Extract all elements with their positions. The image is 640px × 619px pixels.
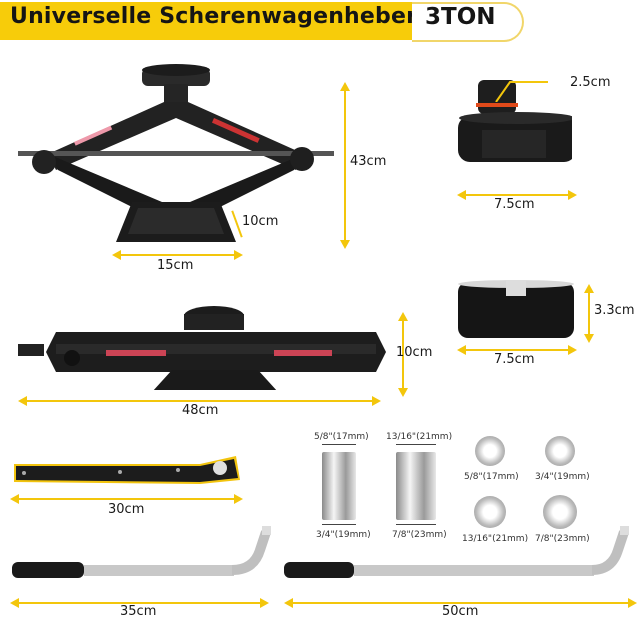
socket-face-2-label: 3/4"(19mm) [535, 472, 590, 482]
jack-base-width-label: 15cm [157, 258, 194, 273]
jack-folded-height-label: 10cm [396, 345, 433, 360]
jack-folded-height-line [402, 318, 404, 390]
capacity-badge-text: 3TON [425, 4, 496, 30]
lug-wrench-short-image [12, 526, 271, 578]
socket-2-top-label: 13/16"(21mm) [386, 432, 453, 442]
pad-pin-leader-line [495, 81, 548, 102]
lug-wrench-long-image [284, 526, 629, 578]
long-wrench-length-label: 50cm [442, 604, 479, 619]
deep-socket-2 [396, 452, 436, 520]
pad-slotted-width-label: 7.5cm [494, 352, 535, 367]
long-wrench-length-line [290, 602, 630, 604]
pad-slotted-height-label: 3.3cm [594, 303, 635, 318]
product-title: Universelle Scherenwagenheber [10, 4, 418, 29]
short-wrench-length-label: 35cm [120, 604, 157, 619]
scissor-jack-folded-image [18, 306, 386, 390]
socket-face-4-label: 7/8"(23mm) [535, 534, 590, 544]
socket-2-bottom-label: 7/8"(23mm) [392, 530, 447, 540]
title-banner [0, 2, 412, 40]
socket-1-bottom-label: 3/4"(19mm) [316, 530, 371, 540]
ratchet-length-line [16, 498, 238, 500]
pad-round-width-line [462, 194, 572, 196]
socket-face-23mm [543, 495, 577, 529]
deep-socket-1 [322, 452, 356, 520]
socket-face-17mm [475, 436, 505, 466]
short-wrench-length-line [16, 602, 264, 604]
jack-base-depth-label: 10cm [242, 214, 279, 229]
height-dimension-line [344, 88, 346, 244]
jack-raised-height-label: 43cm [350, 154, 387, 169]
ratchet-handle-image [14, 456, 240, 484]
pad-slotted-height-line [588, 290, 590, 336]
jack-pad-slotted-image [458, 280, 574, 338]
pad-slotted-width-line [462, 349, 572, 351]
ratchet-length-label: 30cm [108, 502, 145, 517]
capacity-badge [412, 2, 524, 42]
pad-pin-diameter-label: 2.5cm [570, 75, 611, 90]
socket-face-21mm [474, 496, 506, 528]
socket-face-19mm [545, 436, 575, 466]
pad-round-width-label: 7.5cm [494, 197, 535, 212]
jack-pad-round-image [458, 80, 572, 162]
scissor-jack-raised-image [18, 64, 334, 242]
socket-1-top-label: 5/8"(17mm) [314, 432, 369, 442]
base-width-dimension-line [118, 254, 236, 256]
jack-folded-length-line [24, 400, 376, 402]
socket-face-3-label: 13/16"(21mm) [462, 534, 529, 544]
socket-face-1-label: 5/8"(17mm) [464, 472, 519, 482]
jack-folded-length-label: 48cm [182, 403, 219, 418]
